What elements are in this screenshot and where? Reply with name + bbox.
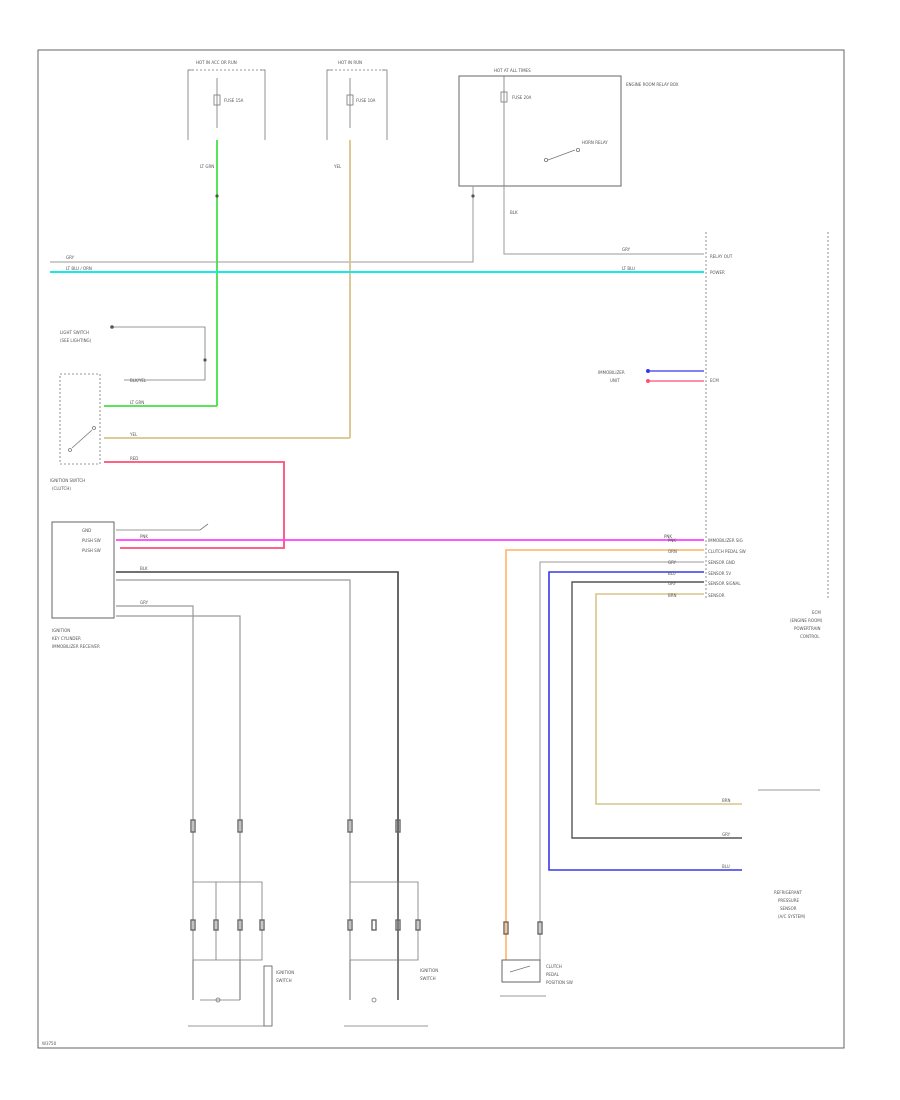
label-relay-out: RELAY OUT — [710, 254, 733, 259]
label-ign-unit-title: IGNITION — [52, 628, 70, 633]
immobilizer-plug: IMMOBILIZER UNIT — [598, 369, 704, 383]
label-fuse-top-mid-sub: FUSE 10A — [356, 98, 376, 103]
label-ecm-power: POWER — [710, 270, 725, 275]
label-wire-red-sw: RED — [130, 456, 138, 461]
top-fuse-left: HOT IN ACC OR RUN FUSE 15A — [187, 60, 266, 140]
lower-switch-right: CLUTCH PEDAL POSITION SW — [500, 959, 573, 997]
label-wire-pnk-l: PNK — [140, 534, 148, 539]
figure-code: W3750 — [42, 1041, 57, 1046]
label-ecm-row-0: IMMOBILIZER SIG — [708, 538, 743, 543]
label-ign-unit-sub: KEY CYLINDER — [52, 636, 81, 641]
wire-orange — [505, 549, 704, 960]
label-relay-box: ENGINE ROOM RELAY BOX — [626, 82, 679, 87]
label-fuse-top-left: HOT IN ACC OR RUN — [196, 60, 237, 65]
label-wire-ylw-top: YEL — [333, 164, 342, 169]
ecm-module-right: RELAY OUT POWER ECM ECM (ENGINE ROOM) PO… — [705, 232, 829, 639]
ignition-key-unit: IGNITION KEY CYLINDER IMMOBILIZER RECEIV… — [51, 521, 115, 649]
label-ecm-code-4: GRY — [668, 581, 677, 586]
wire-blue — [548, 571, 742, 871]
label-left-switch-sub: (CLUTCH) — [52, 486, 71, 491]
ecm-right-rows: IMMOBILIZER SIG CLUTCH PEDAL SW SENSOR G… — [505, 538, 746, 960]
label-bus-gry: GRY — [66, 255, 75, 260]
label-wire-brn-r: BRN — [722, 798, 731, 803]
label-immob-top: IMMOBILIZER — [598, 370, 625, 375]
label-wire-blu-r: BLU — [722, 864, 730, 869]
label-lower-mid-unit: IGNITION — [420, 968, 438, 973]
label-ecm-row-1: CLUTCH PEDAL SW — [708, 549, 746, 554]
label-wire-bk-top: BLK — [510, 210, 518, 215]
wire-relay-gry-drop — [50, 186, 474, 263]
lower-switch-mid: IGNITION SWITCH — [344, 881, 438, 1027]
label-lower-right-unit: CLUTCH — [546, 964, 562, 969]
label-ecm-code-3: BLU — [668, 571, 676, 576]
label-lower-right-unit-sub2: POSITION SW — [546, 980, 573, 985]
wire-gray-1 — [116, 579, 351, 1000]
label-bus-ltblu: LT BLU / ORN — [66, 266, 92, 271]
label-lower-left-unit: IGNITION — [276, 970, 294, 975]
top-relay-right: HOT AT ALL TIMES FUSE 20A HORN RELAY ENG… — [458, 68, 679, 187]
label-fuse-top-mid: HOT IN RUN — [338, 60, 362, 65]
label-bus-gry-right: GRY — [622, 247, 631, 252]
label-lower-mid-unit-sub: SWITCH — [420, 976, 436, 981]
label-wire-ltgrn-sw: LT GRN — [130, 400, 144, 405]
wire-relay-blk-drop — [503, 186, 704, 255]
label-ign-pin-2: PUSH SW — [82, 548, 101, 553]
label-ign-pin-0: GND — [82, 528, 91, 533]
wire-red-loop — [104, 461, 285, 549]
label-immob-top-sub: UNIT — [610, 378, 620, 383]
wire-gray-r1 — [539, 561, 704, 960]
label-right-sensor-sub: PRESSURE — [778, 898, 800, 903]
label-ecm-right-sub3: CONTROL — [800, 634, 820, 639]
label-wire-ltgrn-top: LT GRN — [200, 164, 214, 169]
connector-markers — [190, 819, 543, 935]
label-ign-unit-desc: IMMOBILIZER RECEIVER — [52, 644, 100, 649]
label-ecm-row-5: SENSOR — [708, 593, 725, 598]
label-lower-right-unit-sub: PEDAL — [546, 972, 560, 977]
label-right-sensor-title: REFRIGERANT — [774, 890, 803, 895]
label-ign-pin-1: PUSH SW — [82, 538, 101, 543]
label-wire-gry-r: GRY — [722, 832, 731, 837]
label-ecm-code-1: ORN — [668, 549, 677, 554]
label-right-sensor-sub2: SENSOR — [780, 906, 797, 911]
label-ecm-right-sub: (ENGINE ROOM) — [790, 618, 823, 623]
lower-switch-left: IGNITION SWITCH — [188, 881, 294, 1027]
label-fuse-top-left-sub: FUSE 15A — [224, 98, 244, 103]
label-wire-blk-l: BLK — [140, 566, 148, 571]
wire-tan-r — [595, 593, 742, 805]
label-lower-left-unit-sub: SWITCH — [276, 978, 292, 983]
connector-ltgrn — [215, 194, 219, 198]
label-wire-ylw-sw: YEL — [129, 432, 138, 437]
label-ecm-right-title: ECM — [812, 610, 821, 615]
label-wire-pnk-r: PNK — [664, 534, 672, 539]
wire-gray-3 — [116, 615, 241, 1000]
label-ecm-right-sub2: POWERTRAIN — [794, 626, 821, 631]
wire-light-ref — [116, 523, 209, 531]
label-light-switch-ref: LIGHT SWITCH — [60, 330, 89, 335]
label-relay-coil: HORN RELAY — [582, 140, 608, 145]
label-relay-top-sub: FUSE 20A — [512, 95, 532, 100]
wire-gray-2 — [116, 605, 194, 1000]
label-ecm-code-2: GRY — [668, 560, 677, 565]
label-ecm-row-2: SENSOR GND — [708, 560, 735, 565]
label-ecm-row-3: SENSOR 5V — [708, 571, 731, 576]
label-ecm-code-0: PNK — [668, 538, 676, 543]
wire-dark-1 — [116, 571, 399, 1000]
label-ecm-row-4: SENSOR SIGNAL — [708, 581, 741, 586]
label-right-sensor-sub3: (A/C SYSTEM) — [778, 914, 806, 919]
diagram-frame — [37, 49, 845, 1049]
label-ecm-code-5: BRN — [668, 593, 677, 598]
refrigerant-sensor: BRN GRY BLU REFRIGERANT PRESSURE SENSOR … — [722, 789, 820, 919]
label-left-switch-title: IGNITION SWITCH — [50, 478, 85, 483]
label-wire-blk-sw: BLK/YEL — [130, 378, 147, 383]
top-fuse-mid: HOT IN RUN FUSE 10A — [326, 60, 388, 140]
splice-relay — [471, 194, 475, 198]
label-bus-ltblu-right: LT BLU — [622, 266, 635, 271]
label-light-switch-ref-sub: (SEE LIGHTING) — [60, 338, 92, 343]
label-ecm-ref: ECM — [710, 378, 719, 383]
label-wire-gry-l: GRY — [140, 600, 149, 605]
wire-dark-r — [571, 581, 742, 839]
left-relay-switch: LIGHT SWITCH (SEE LIGHTING) IGNITION SWI… — [50, 325, 207, 491]
label-relay-top: HOT AT ALL TIMES — [494, 68, 531, 73]
